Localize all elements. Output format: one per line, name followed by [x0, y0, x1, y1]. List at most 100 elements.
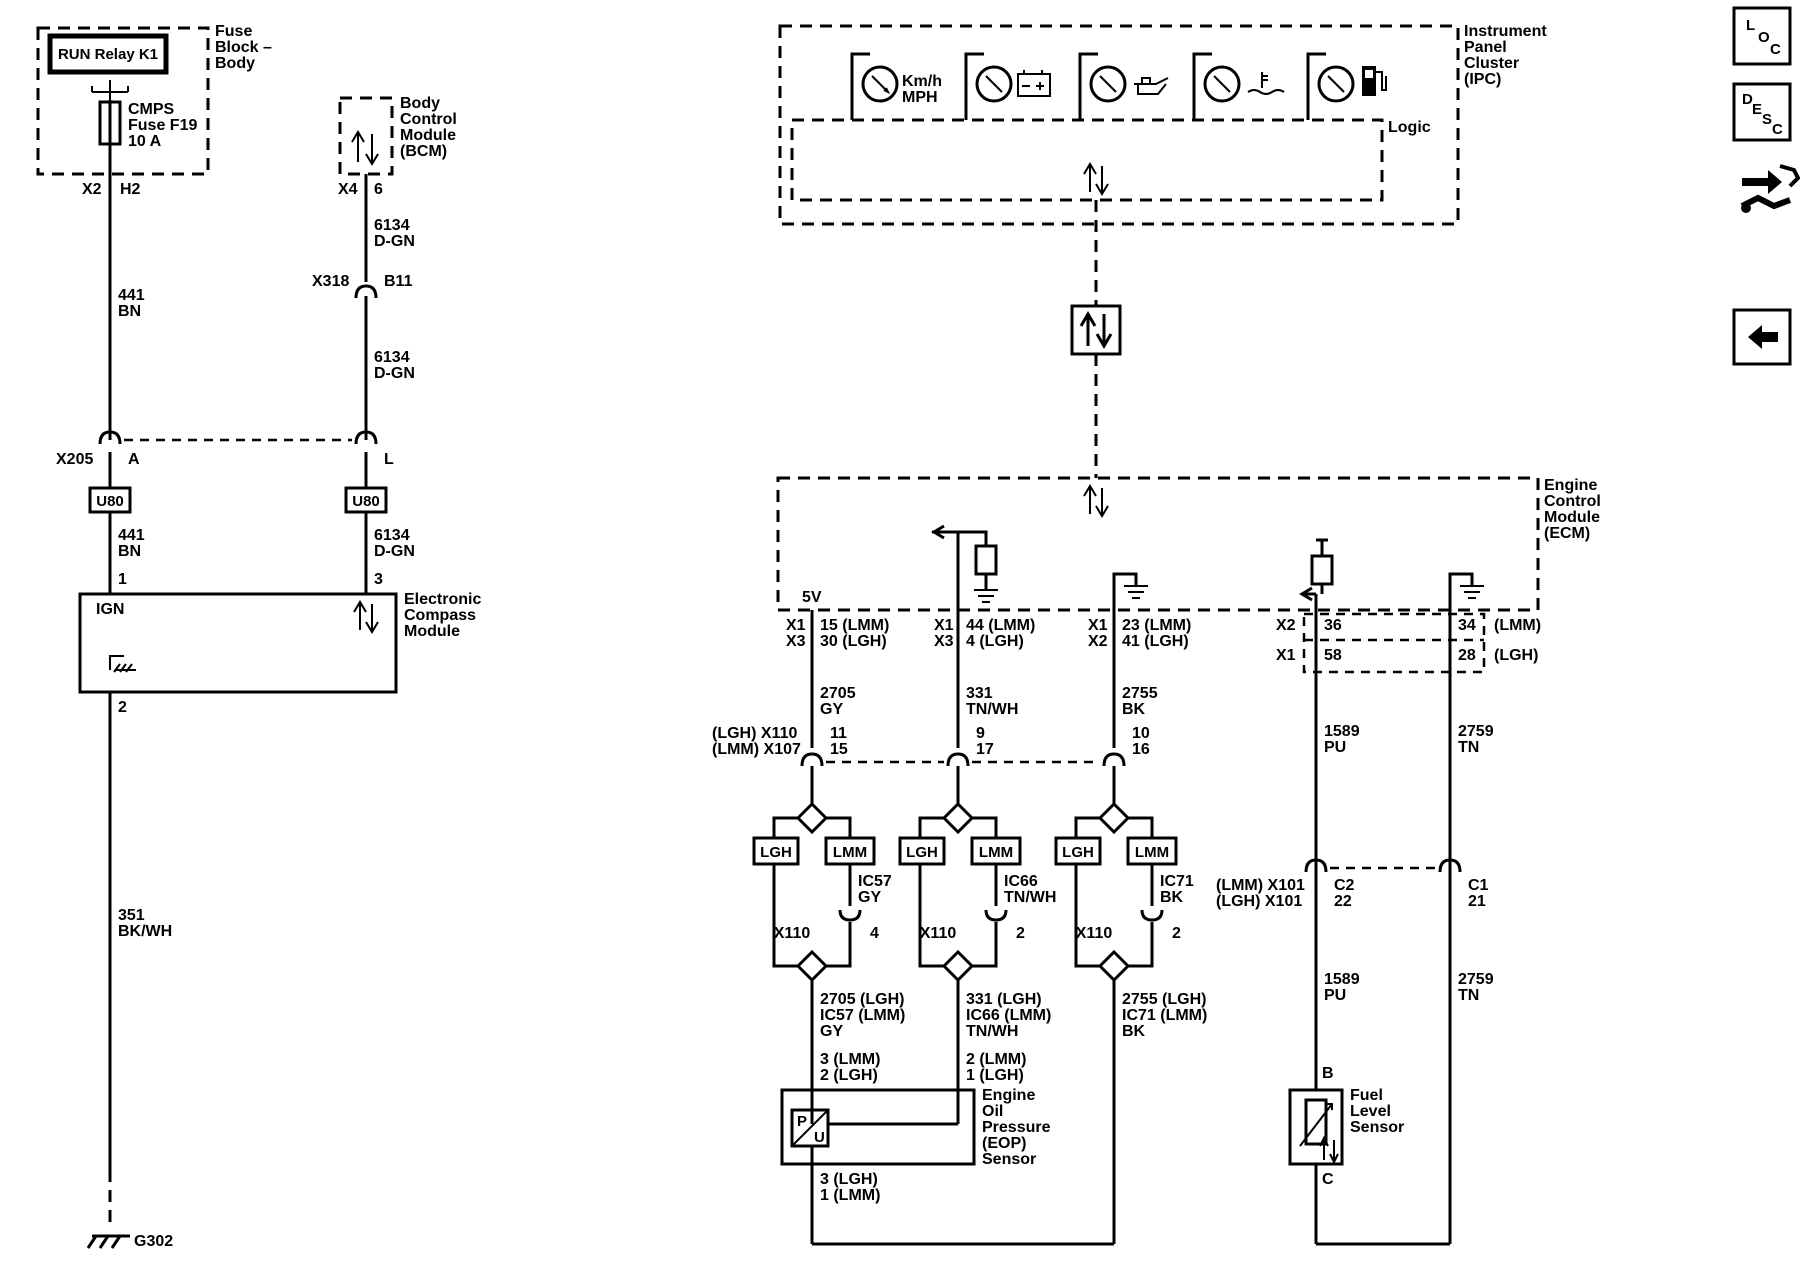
back-arrow-icon: [1748, 325, 1778, 349]
variable-resistor-icon: [1299, 1098, 1333, 1147]
eop-p: P: [797, 1113, 807, 1130]
connector-icon: [354, 430, 378, 445]
x101-c2: C2: [1334, 877, 1355, 894]
conn-pin-a: A: [128, 451, 140, 468]
ecm-col4-conn2: X1: [1276, 647, 1296, 664]
ecm-col4-pin1: 36: [1324, 617, 1342, 634]
eop-sensor: P U Engine Oil Pressure (EOP) Sensor: [780, 1087, 1051, 1168]
ecm-col2-pin1: 44 (LMM): [966, 617, 1035, 634]
electronic-compass-module: IGN Electronic Compass Module: [78, 591, 481, 694]
x110-col3-pin1: 10: [1132, 725, 1150, 742]
fuse-block-title-1: Fuse: [215, 23, 252, 40]
ground-g302: G302: [134, 1233, 173, 1250]
wire-6134-a-color: D-GN: [374, 233, 415, 250]
connector-icon: [1102, 752, 1126, 767]
compass-pin-3: 3: [374, 571, 383, 588]
option-lmm: LMM: [833, 844, 867, 861]
x110-col2-pin1: 9: [976, 725, 985, 742]
ecm-5v: 5V: [802, 589, 822, 606]
wire-6134-a: 6134: [374, 217, 410, 234]
splice-diamond-icon: [795, 949, 829, 983]
ecm-col2-pin2: 4 (LGH): [966, 633, 1024, 650]
wire-1589-b-color: PU: [1324, 987, 1346, 1004]
splice-pin: 4: [870, 925, 879, 942]
splice-circuit: IC71: [1160, 873, 1194, 890]
wire-1589-color: PU: [1324, 739, 1346, 756]
fuel-sensor-pin-b: B: [1322, 1065, 1334, 1082]
fuel-sensor-title-3: Sensor: [1350, 1119, 1404, 1136]
x110-col1-pin2: 15: [830, 741, 848, 758]
lower-col1-l3: GY: [820, 1023, 843, 1040]
wire-2705-color: GY: [820, 701, 843, 718]
conn-x101-lgh: (LGH) X101: [1216, 893, 1302, 910]
compass-title-1: Electronic: [404, 591, 481, 608]
eop-title-5: Sensor: [982, 1151, 1036, 1168]
ecm-col3-pin1: 23 (LMM): [1122, 617, 1191, 634]
ecm-col2-conn2: X3: [934, 633, 954, 650]
conn-x110: (LGH) X110: [712, 725, 797, 742]
option-u80-a: U80: [96, 493, 124, 510]
wire-351-color: BK/WH: [118, 923, 172, 940]
connector-icon: [354, 284, 378, 299]
oil-can-icon: [1134, 77, 1169, 95]
lower-col2-l3: TN/WH: [966, 1023, 1018, 1040]
ipc-title-3: Cluster: [1464, 55, 1519, 72]
ecm-col4-pin2: 58: [1324, 647, 1342, 664]
wire-6134-c-color: D-GN: [374, 543, 415, 560]
gauge-icon: [1306, 52, 1355, 120]
conn-x101-lmm: (LMM) X101: [1216, 877, 1305, 894]
lower-col2-l1: 331 (LGH): [966, 991, 1042, 1008]
ground-icon: [1124, 585, 1148, 599]
lower-col3-l3: BK: [1122, 1023, 1146, 1040]
fuse-block-title-2: Block –: [215, 39, 272, 56]
desc-d: D: [1742, 91, 1753, 108]
wire-2755-color: BK: [1122, 701, 1146, 718]
splice-diamond-icon: [941, 801, 975, 835]
conn-x318: X318: [312, 273, 349, 290]
ipc-title-1: Instrument: [1464, 23, 1547, 40]
fuel-sensor-title-2: Level: [1350, 1103, 1391, 1120]
back-button[interactable]: [1732, 308, 1792, 366]
splice-color: BK: [1160, 889, 1184, 906]
eop-title-2: Oil: [982, 1103, 1003, 1120]
lower-col3-l2: IC71 (LMM): [1122, 1007, 1207, 1024]
connector-icon: [1438, 858, 1462, 873]
compass-title-2: Compass: [404, 607, 476, 624]
ecm-col1-conn2: X3: [786, 633, 806, 650]
ecm-title-2: Control: [1544, 493, 1601, 510]
x101-c2-pin: 22: [1334, 893, 1352, 910]
resistor-icon: [974, 544, 998, 576]
fuse-block: RUN Relay K1 Fuse Block – Body CMPS Fuse…: [36, 23, 272, 198]
serial-data-arrows-icon: [351, 130, 379, 166]
serial-data-arrows-icon: [1083, 162, 1109, 196]
wire-441-a: 441: [118, 287, 145, 304]
component-locator-button[interactable]: L O C: [1732, 6, 1792, 66]
wire-2755: 2755: [1122, 685, 1158, 702]
ground-icon: [1460, 585, 1484, 599]
option-lgh: LGH: [906, 844, 938, 861]
serial-data-arrows-icon: [353, 600, 379, 634]
splice-color: TN/WH: [1004, 889, 1056, 906]
fuel-sensor-title-1: Fuel: [1350, 1087, 1383, 1104]
ecm-col4-conn1: X2: [1276, 617, 1296, 634]
fuse-conn-x2: X2: [82, 181, 102, 198]
compass-title-3: Module: [404, 623, 460, 640]
ecm-col1-pin2: 30 (LGH): [820, 633, 887, 650]
serial-data-arrows-icon: [1079, 311, 1113, 349]
ground-icon: [109, 655, 136, 673]
option-lmm: LMM: [1135, 844, 1169, 861]
wire-6134-b-color: D-GN: [374, 365, 415, 382]
option-lgh-box: [752, 836, 800, 866]
gauge-icon: [964, 52, 1013, 120]
service-procedure-button[interactable]: [1740, 164, 1800, 213]
eop-title-1: Engine: [982, 1087, 1035, 1104]
loc-l: L: [1746, 17, 1755, 34]
serial-data-arrows-icon: [1083, 484, 1109, 518]
ground-icon: [86, 1234, 130, 1249]
description-button[interactable]: D E S C: [1732, 82, 1792, 142]
loc-c: C: [1770, 41, 1781, 58]
connector-icon: [1304, 858, 1328, 873]
lower-col3-l1: 2755 (LGH): [1122, 991, 1206, 1008]
